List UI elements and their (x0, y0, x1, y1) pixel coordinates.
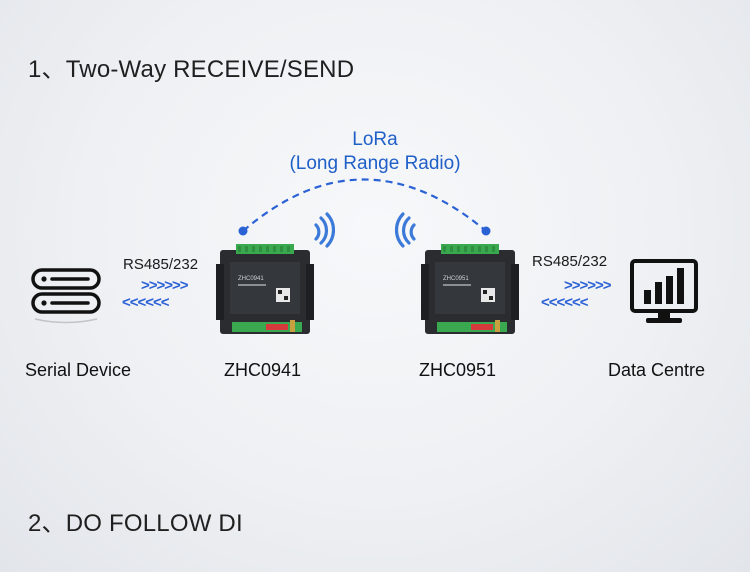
lora-subtitle: (Long Range Radio) (289, 153, 461, 174)
left-send-arrows: >>>>>> (141, 277, 189, 294)
module-zhc0941-icon: ZHC0941 (216, 244, 314, 334)
left-receive-arrows: <<<<<< (122, 294, 170, 311)
module-a-panel-text: ZHC0941 (238, 276, 264, 282)
monitor-chart-icon (630, 259, 698, 323)
arc-endpoint-right (481, 226, 491, 236)
module-zhc0941-label: ZHC0941 (224, 360, 302, 380)
serial-device-label: Serial Device (25, 360, 132, 380)
section-heading-do-follow-di: 2、DO FOLLOW DI (28, 510, 243, 537)
wireless-signal-left-icon (395, 212, 416, 248)
arc-endpoint-left (238, 226, 248, 236)
data-centre-label: Data Centre (608, 360, 706, 380)
right-send-arrows: >>>>>> (564, 277, 612, 294)
module-zhc0951-icon: ZHC0951 (421, 244, 519, 334)
module-zhc0951-label: ZHC0951 (419, 360, 497, 380)
wireless-signal-right-icon (314, 212, 335, 248)
server-icon (31, 268, 101, 324)
module-b-panel-text: ZHC0951 (443, 276, 469, 282)
lora-title: LoRa (352, 129, 398, 150)
left-interface-label: RS485/232 (123, 256, 199, 273)
section-heading-two-way: 1、Two-Way RECEIVE/SEND (28, 56, 355, 83)
right-interface-label: RS485/232 (532, 253, 608, 270)
right-receive-arrows: <<<<<< (541, 294, 589, 311)
